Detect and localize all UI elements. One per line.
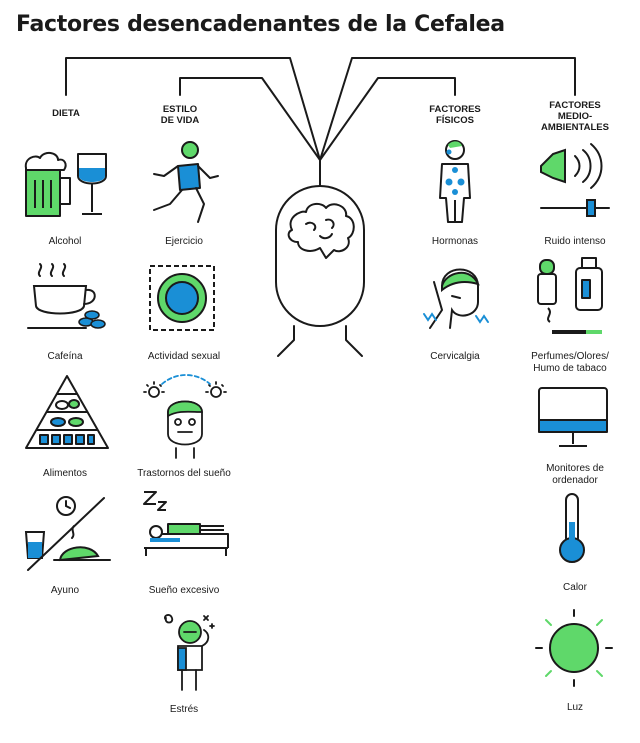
fasting-icon <box>24 496 111 571</box>
hormones-body-icon <box>439 140 471 223</box>
category-dieta: DIETA <box>52 108 80 119</box>
label-hormonas: Hormonas <box>431 236 479 247</box>
stress-icon <box>164 614 215 691</box>
label-luz: Luz <box>566 702 584 713</box>
sleep-disorder-icon <box>143 374 227 459</box>
coffee-cup-icon <box>27 263 106 329</box>
runner-icon <box>153 141 219 223</box>
label-ruido-intenso: Ruido intenso <box>544 236 606 247</box>
label-sueno-excesivo: Sueño excesivo <box>148 585 220 596</box>
perfume-smoke-icon <box>537 257 603 334</box>
head-brain-icon <box>275 185 365 357</box>
label-perfumes: Perfumes/Olores/Humo de tabaco <box>531 351 609 374</box>
label-alimentos: Alimentos <box>43 468 87 479</box>
condom-icon <box>149 265 215 331</box>
label-actividad-sexual: Actividad sexual <box>147 351 221 362</box>
page-title: Factores desencadenantes de la Cefalea <box>16 12 505 37</box>
label-estres: Estrés <box>169 704 199 715</box>
label-calor: Calor <box>563 582 587 593</box>
label-cafeina: Cafeína <box>47 351 83 362</box>
thermometer-icon <box>559 493 585 563</box>
neck-pain-icon <box>423 268 489 329</box>
label-cervicalgia: Cervicalgia <box>430 351 480 362</box>
label-alcohol: Alcohol <box>48 236 82 247</box>
label-ejercicio: Ejercicio <box>165 236 203 247</box>
oversleep-icon <box>143 491 229 556</box>
loud-noise-icon <box>540 143 610 217</box>
monitor-icon <box>538 387 608 447</box>
label-ayuno: Ayuno <box>50 585 80 596</box>
light-sun-icon <box>535 609 613 687</box>
beer-wine-icon <box>24 152 107 217</box>
food-pyramid-icon <box>25 375 109 449</box>
label-trastornos-sueno: Trastornos del sueño <box>137 468 231 479</box>
